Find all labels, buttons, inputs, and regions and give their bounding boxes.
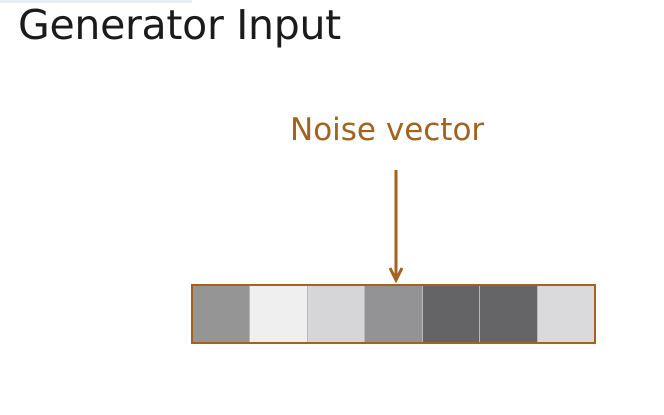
vector-cell-4 [365, 286, 423, 342]
vector-cell-7 [537, 286, 594, 342]
arrow-head [388, 267, 404, 284]
noise-vector [191, 284, 596, 344]
noise-vector-label: Noise vector [290, 112, 485, 148]
vector-cell-2 [250, 286, 308, 342]
vector-cell-3 [307, 286, 366, 342]
vector-cell-1 [193, 286, 251, 342]
vector-cell-6 [480, 286, 538, 342]
pointer-arrow [388, 170, 404, 284]
top-strip [0, 0, 192, 3]
slide-title: Generator Input [18, 1, 341, 49]
vector-cell-5 [422, 286, 481, 342]
